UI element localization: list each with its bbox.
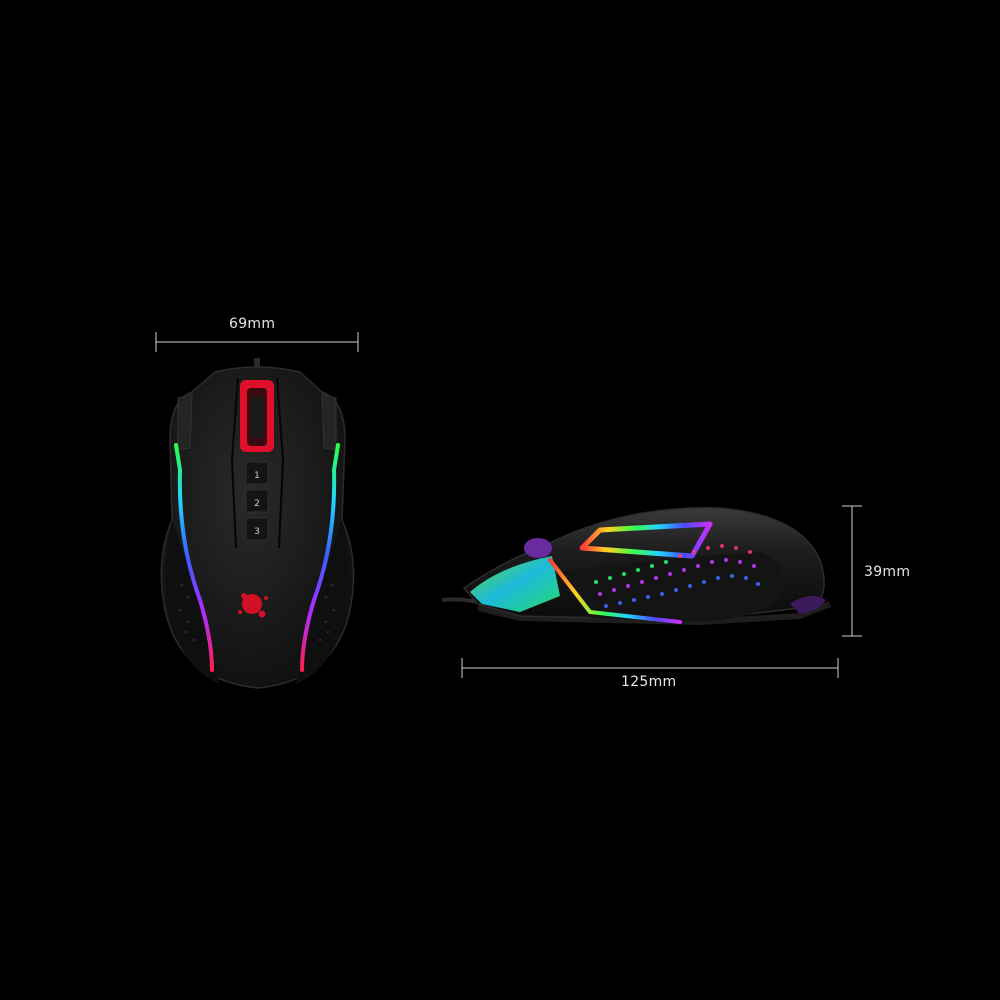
mouse-side-view <box>441 507 832 626</box>
width-label: 69mm <box>229 316 276 332</box>
height-label: 39mm <box>864 564 911 580</box>
mouse-top-view: 1 2 3 <box>160 358 355 689</box>
length-dimension-line <box>461 658 839 678</box>
width-dimension-line <box>155 332 359 352</box>
svg-text:1: 1 <box>254 471 260 481</box>
height-dimension-line <box>842 505 862 637</box>
svg-text:3: 3 <box>254 527 260 537</box>
length-label: 125mm <box>621 674 677 690</box>
bloody-logo <box>238 593 268 618</box>
svg-text:2: 2 <box>254 499 260 509</box>
